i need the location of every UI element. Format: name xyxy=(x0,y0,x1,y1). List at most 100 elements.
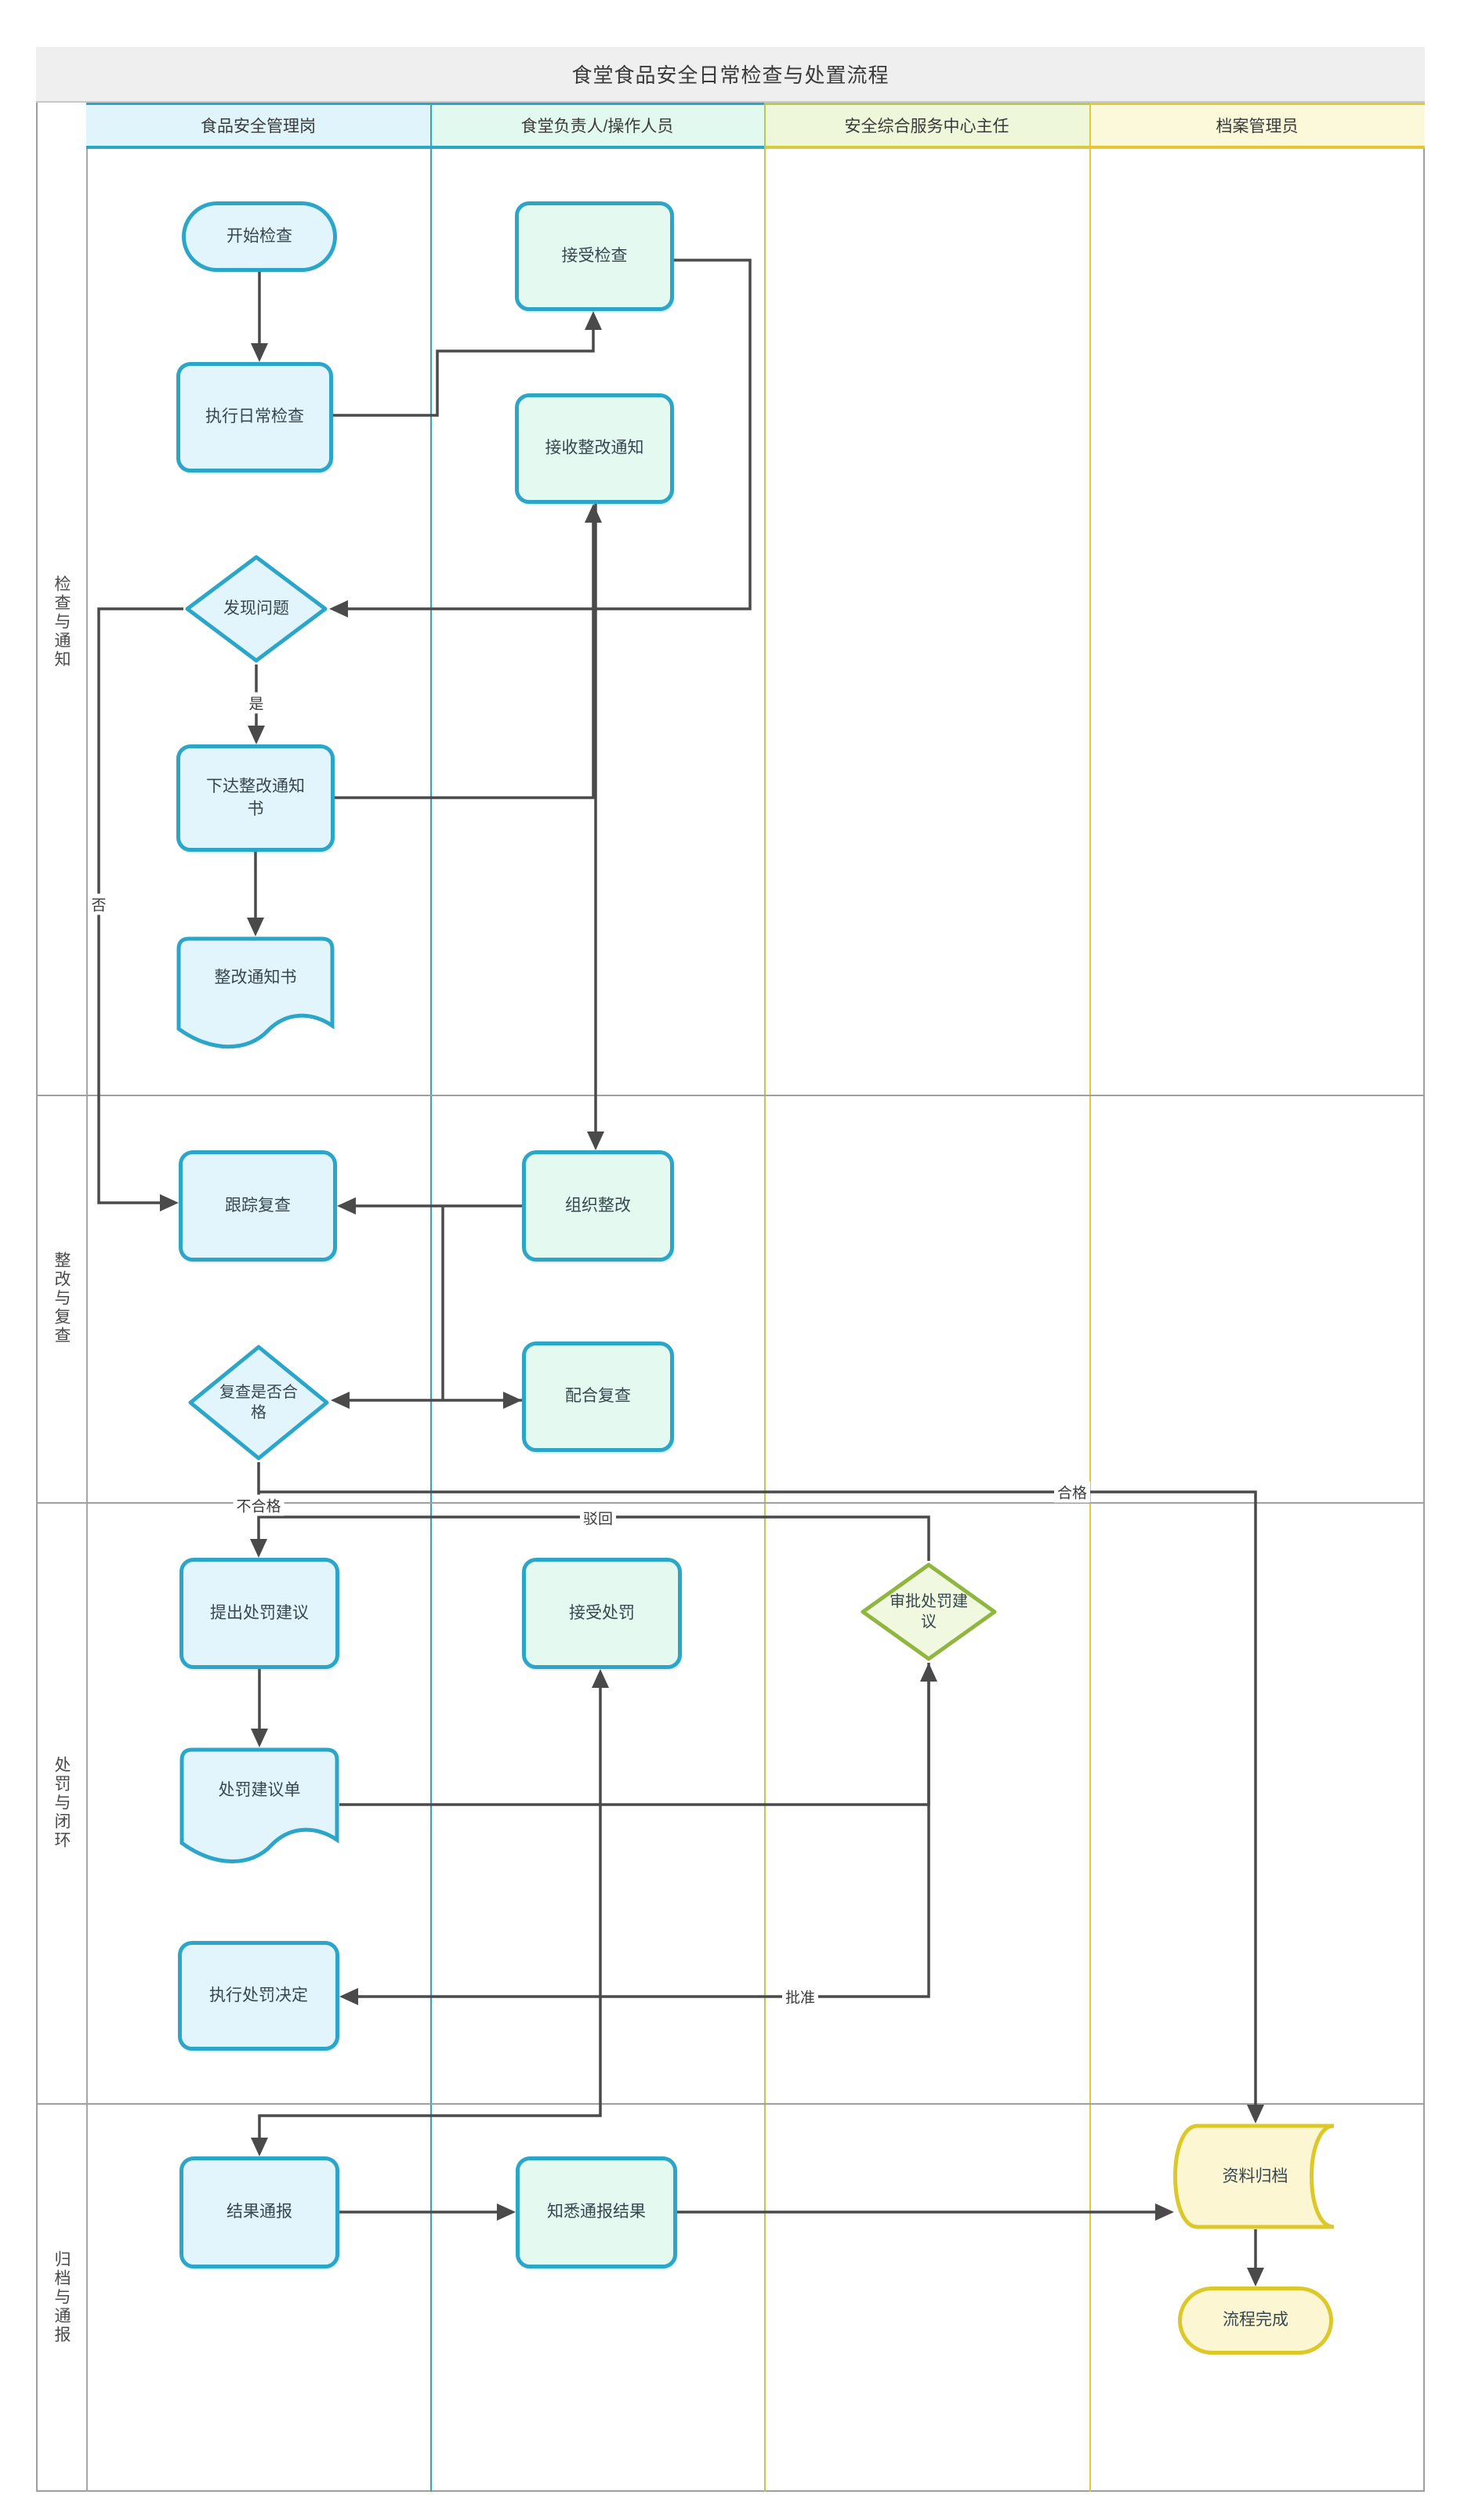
node-label: 跟踪复查 xyxy=(225,1196,291,1215)
node-label: 资料归档 xyxy=(1222,2167,1288,2185)
node-approve-punish: 审批处罚建议 xyxy=(859,1561,998,1663)
lane-header-label: 食堂负责人/操作人员 xyxy=(520,118,674,136)
edge-label-pass: 合格 xyxy=(1053,1481,1091,1503)
node-label: 整改通知书 xyxy=(214,968,297,987)
lane-header-food-safety-post: 食品安全管理岗 xyxy=(86,103,430,149)
node-label: 配合复查 xyxy=(565,1387,631,1406)
node-track-review: 跟踪复查 xyxy=(179,1150,337,1262)
arrowhead xyxy=(503,1392,522,1409)
lane-header-canteen-operator: 食堂负责人/操作人员 xyxy=(430,103,764,149)
arrowhead xyxy=(251,343,268,362)
node-label: 接受处罚 xyxy=(569,1603,635,1622)
node-label: 结果通报 xyxy=(226,2203,292,2221)
node-start: 开始检查 xyxy=(182,201,337,272)
node-label: 审批处罚建议 xyxy=(890,1593,968,1631)
arrowhead xyxy=(339,1988,358,2005)
node-label: 组织整改 xyxy=(565,1196,631,1215)
phase-text: 归档与通报 xyxy=(53,2250,71,2344)
node-know-result: 知悉通报结果 xyxy=(516,2156,677,2268)
lane-header-label: 安全综合服务中心主任 xyxy=(844,118,1009,136)
node-notice-doc: 整改通知书 xyxy=(176,936,335,1049)
node-label: 执行处罚决定 xyxy=(209,1986,308,2004)
arrowhead xyxy=(331,1392,350,1409)
edge-punishdoc-approvepunish xyxy=(339,1682,930,1806)
node-daily-check: 执行日常检查 xyxy=(176,362,333,472)
phase-text: 整改与复查 xyxy=(53,1251,71,1345)
node-label: 知悉通报结果 xyxy=(547,2203,646,2221)
lane-divider-3-4 xyxy=(1089,103,1091,2492)
node-receive-notice: 接收整改通知 xyxy=(515,393,674,504)
node-label: 下达整改通知书 xyxy=(206,777,305,818)
phase-divider-3 xyxy=(36,2103,1425,2105)
arrowhead xyxy=(1247,2105,1264,2124)
edge-label-no: 否 xyxy=(88,893,110,915)
phase-label-inspection: 检查与通知 xyxy=(38,149,85,1095)
phase-text: 处罚与闭环 xyxy=(53,1755,71,1850)
phase-label-rectification: 整改与复查 xyxy=(38,1095,85,1502)
arrowhead xyxy=(250,1539,267,1558)
arrowhead xyxy=(251,1729,268,1747)
document-shape xyxy=(176,936,335,1049)
lane-header-label: 档案管理员 xyxy=(1216,118,1299,136)
arrowhead xyxy=(592,1669,609,1688)
arrowhead xyxy=(1155,2203,1174,2221)
diamond-shape xyxy=(188,1345,329,1461)
arrowhead xyxy=(497,2203,516,2221)
node-issue-notice: 下达整改通知书 xyxy=(176,744,335,852)
phase-label-archiving: 归档与通报 xyxy=(38,2103,85,2492)
arrowhead xyxy=(251,2138,268,2156)
node-execute-punish: 执行处罚决定 xyxy=(178,1941,339,2051)
lane-divider-1-2 xyxy=(430,103,432,2492)
phase-divider-2 xyxy=(36,1502,1425,1504)
arrowhead xyxy=(247,918,264,936)
edge-acceptcheck-foundproblem xyxy=(348,259,752,610)
edge-issuenotice-receivenotice xyxy=(335,523,595,799)
lane-header-archive-admin: 档案管理员 xyxy=(1089,103,1425,149)
arrowhead xyxy=(248,726,265,744)
phase-divider-1 xyxy=(36,1095,1425,1096)
node-label: 接受检查 xyxy=(561,246,628,265)
diamond-shape xyxy=(185,555,328,663)
node-cooperate-review: 配合复查 xyxy=(522,1341,674,1452)
edge-approvepunish-reject xyxy=(259,1515,930,1561)
node-review-pass: 复查是否合格 xyxy=(187,1343,331,1462)
diagram-title-bar: 食堂食品安全日常检查与处置流程 xyxy=(36,47,1425,103)
document-shape xyxy=(179,1747,339,1863)
edge-dailycheck-acceptcheck xyxy=(333,330,595,417)
phase-text: 检查与通知 xyxy=(53,574,71,669)
edge-label-fail: 不合格 xyxy=(233,1494,284,1516)
lane-header-label: 食品安全管理岗 xyxy=(201,118,316,136)
arrowhead xyxy=(585,311,602,330)
phase-strip-divider xyxy=(86,149,88,2492)
node-label: 开始检查 xyxy=(226,226,292,245)
edge-executepunish-acceptpunish-notifyresult xyxy=(258,1688,602,2138)
node-notify-result: 结果通报 xyxy=(179,2156,339,2268)
node-accept-punish: 接受处罚 xyxy=(522,1558,682,1669)
lane-divider-2-3 xyxy=(764,103,766,2492)
arrowhead xyxy=(160,1194,179,1211)
node-label: 执行日常检查 xyxy=(205,407,304,426)
arrowhead xyxy=(587,1131,604,1150)
diagram-title: 食堂食品安全日常检查与处置流程 xyxy=(571,63,890,87)
edge-label-reject: 驳回 xyxy=(579,1507,617,1529)
node-propose-punish: 提出处罚建议 xyxy=(179,1558,339,1669)
edge-reviewpass-archive xyxy=(259,1490,1257,2105)
node-punish-doc: 处罚建议单 xyxy=(179,1747,339,1863)
lane-header-service-center-director: 安全综合服务中心主任 xyxy=(764,103,1089,149)
stored-data-shape xyxy=(1173,2124,1335,2229)
node-accept-check: 接受检查 xyxy=(515,201,674,311)
node-label: 提出处罚建议 xyxy=(210,1603,309,1622)
node-organize-fix: 组织整改 xyxy=(522,1150,674,1262)
edge-approvepunish-executepunish xyxy=(358,1663,930,1998)
node-archive: 资料归档 xyxy=(1173,2124,1336,2229)
edge-label-approve: 批准 xyxy=(781,1986,819,2008)
node-complete: 流程完成 xyxy=(1178,2286,1333,2355)
arrowhead xyxy=(329,600,348,617)
arrowhead xyxy=(585,504,602,523)
node-label: 发现问题 xyxy=(223,599,289,618)
node-label: 复查是否合格 xyxy=(219,1384,298,1421)
node-label: 处罚建议单 xyxy=(218,1780,301,1799)
diamond-shape xyxy=(861,1562,997,1661)
arrowhead xyxy=(1247,2268,1264,2286)
